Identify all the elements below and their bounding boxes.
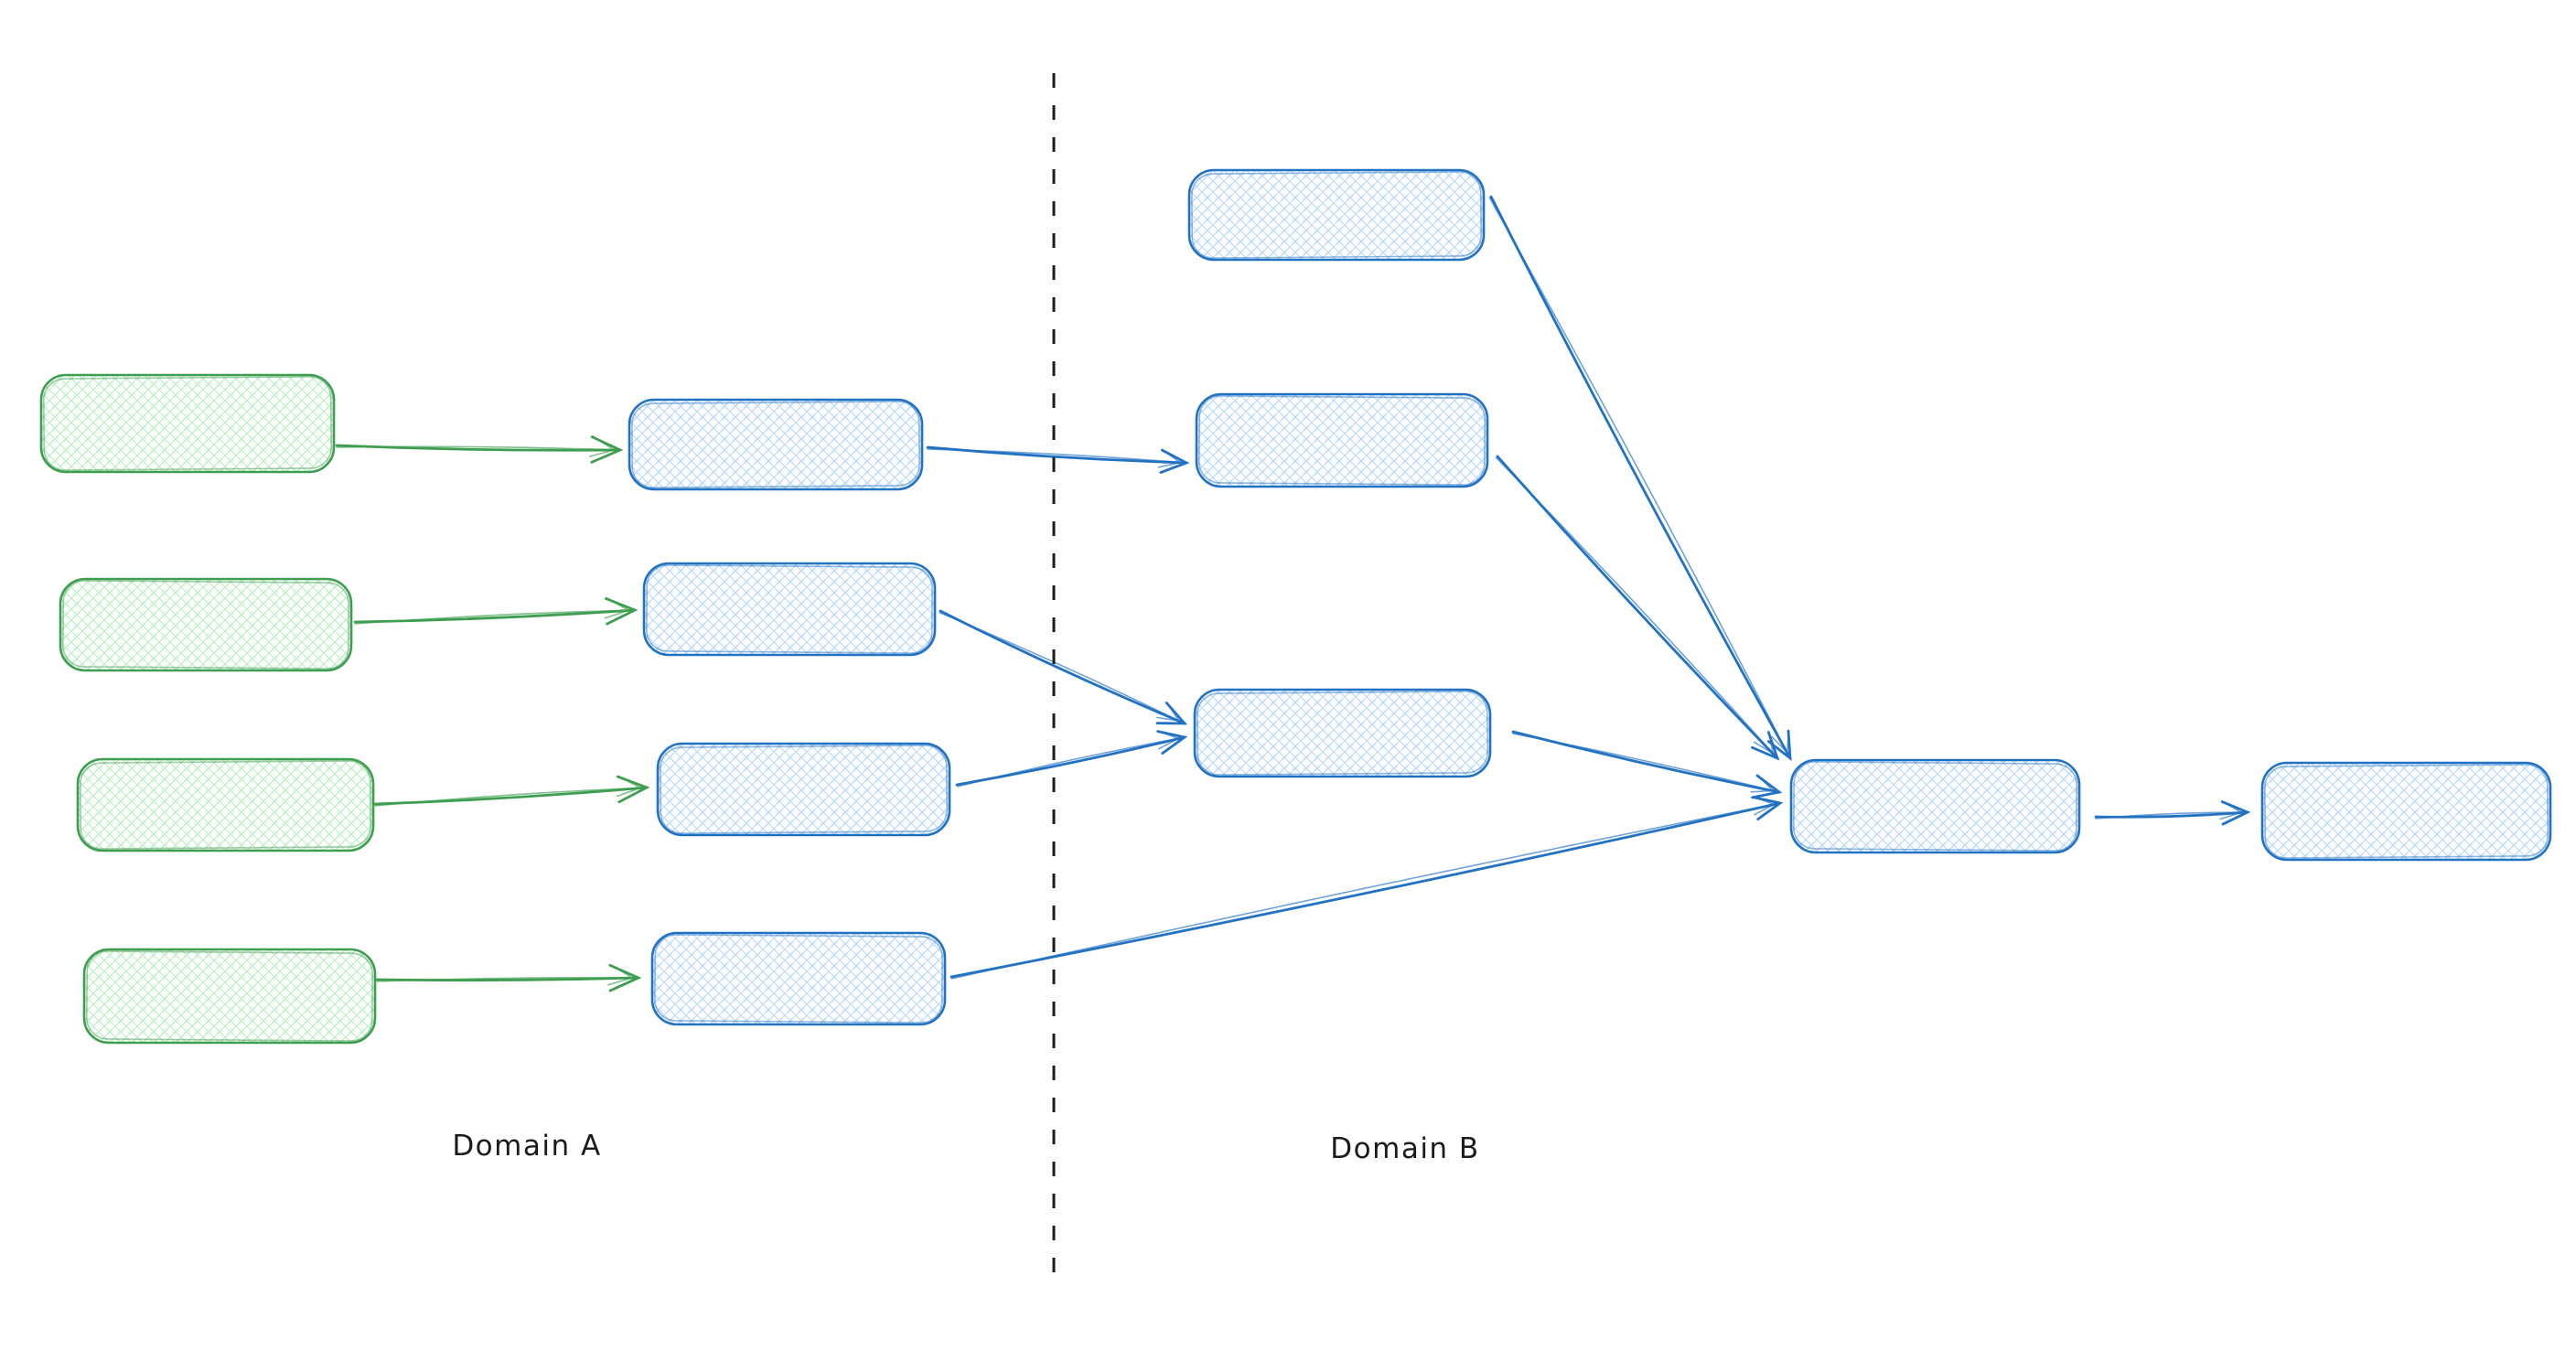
edge-aggregator-to-output	[2094, 800, 2251, 826]
domain-b-label: Domain B	[1330, 1132, 1479, 1165]
edge-input-4-to-process-4	[375, 963, 642, 992]
edge-process-4-to-aggregator	[950, 796, 1784, 980]
node-domain-a-process-1	[628, 398, 924, 491]
node-domain-a-input-3	[76, 757, 375, 852]
node-domain-b-node-2	[1195, 392, 1489, 488]
node-domain-a-process-2	[642, 562, 937, 657]
edge-process-2-to-b-node-3	[939, 609, 1188, 725]
edge-input-1-to-process-1	[335, 435, 624, 464]
node-domain-b-aggregator	[1789, 758, 2081, 854]
node-domain-b-output	[2260, 761, 2552, 862]
edge-b-node-3-to-aggregator	[1511, 730, 1783, 799]
node-domain-a-input-2	[59, 577, 353, 672]
edge-input-2-to-process-2	[353, 597, 639, 626]
node-domain-a-process-4	[650, 931, 947, 1026]
node-domain-a-input-4	[82, 948, 377, 1045]
node-domain-b-node-1	[1187, 168, 1486, 262]
node-domain-b-node-3	[1193, 688, 1492, 778]
node-domain-a-input-1	[39, 373, 336, 474]
domain-a-label: Domain A	[452, 1130, 601, 1163]
edge-input-3-to-process-3	[373, 775, 650, 807]
edges-layer	[335, 195, 2251, 992]
edge-b-node-1-to-aggregator	[1488, 195, 1792, 762]
node-domain-a-process-3	[656, 742, 951, 837]
edge-process-1-to-b-node-2	[926, 445, 1190, 474]
nodes-layer	[39, 168, 2552, 1045]
edge-process-3-to-b-node-3	[955, 730, 1188, 788]
edge-b-node-2-to-aggregator	[1495, 455, 1780, 761]
